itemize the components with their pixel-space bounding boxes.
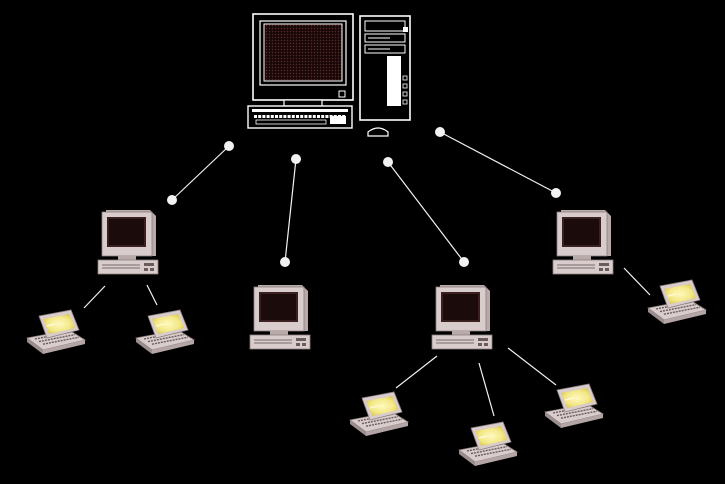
connection-node-dot [224, 141, 234, 151]
link-server-desk-c [383, 157, 469, 267]
link-desk-c-lap-c2 [478, 362, 495, 417]
link-desk-c-lap-c1 [395, 355, 438, 389]
link-server-desk-b [280, 154, 301, 267]
laptop-icon [135, 309, 196, 354]
connection-node-dot [291, 154, 301, 164]
connection-line [284, 158, 297, 263]
link-desk-d-lap-d1 [623, 267, 651, 296]
connection-node-dot [551, 188, 561, 198]
laptop-icon [26, 309, 87, 354]
link-desk-a-lap-a1 [83, 285, 106, 309]
links-layer [83, 127, 651, 417]
link-desk-c-lap-c3 [507, 347, 557, 386]
link-server-desk-a [167, 141, 234, 205]
desktop-computer-icon [249, 285, 311, 350]
nodes-layer [26, 13, 708, 466]
laptop-icon [647, 279, 708, 324]
connection-line [171, 145, 230, 201]
link-server-desk-d [435, 127, 561, 198]
connection-node-dot [167, 195, 177, 205]
connection-line [146, 284, 158, 306]
connection-line [478, 362, 495, 417]
desktop-computer-icon [97, 210, 159, 275]
connection-line [439, 131, 557, 194]
connection-node-dot [459, 257, 469, 267]
connection-line [395, 355, 438, 389]
connection-node-dot [383, 157, 393, 167]
connection-node-dot [280, 257, 290, 267]
laptop-icon [544, 383, 605, 428]
connection-line [507, 347, 557, 386]
desktop-tower-server-icon [247, 13, 411, 137]
desktop-computer-icon [431, 285, 493, 350]
connection-line [387, 161, 465, 263]
connection-line [83, 285, 106, 309]
laptop-icon [458, 421, 519, 466]
desktop-computer-icon [552, 210, 614, 275]
link-desk-a-lap-a2 [146, 284, 158, 306]
connection-node-dot [435, 127, 445, 137]
connection-line [623, 267, 651, 296]
laptop-icon [349, 391, 410, 436]
